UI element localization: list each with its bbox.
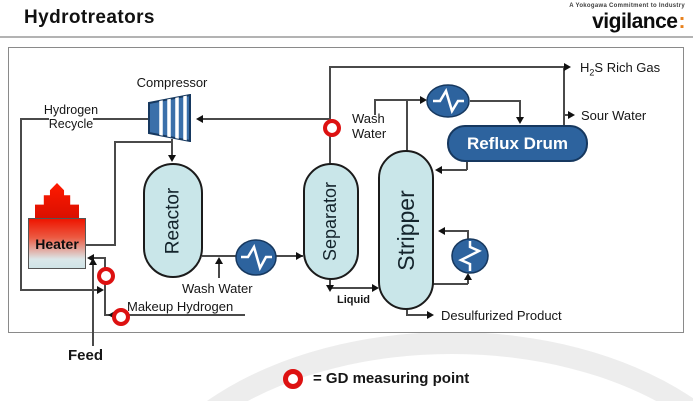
vigilance-logo: A Yokogawa Commitment to Industry vigila… <box>569 3 685 32</box>
flow-arrow-recycle <box>97 286 104 294</box>
pipe-liquid-down <box>329 279 331 287</box>
flow-arrow-product <box>427 311 434 319</box>
pipe-stripper-riser <box>406 99 408 151</box>
compressor-symbol <box>148 94 191 142</box>
reflux-drum-label: Reflux Drum <box>466 133 569 153</box>
pipe-recycle-left <box>20 118 22 291</box>
flow-arrow-suction <box>196 115 203 123</box>
diagram-border <box>8 47 684 333</box>
gd-point-makeup <box>112 308 130 326</box>
pipe-product <box>407 314 427 316</box>
gd-point-separator-riser <box>323 119 341 137</box>
pipe-reboiler-return-v <box>467 230 469 239</box>
background-swoosh <box>120 332 693 401</box>
logo-orange-mark: : <box>678 10 686 33</box>
logo-tagline: A Yokogawa Commitment to Industry <box>569 3 685 9</box>
header-divider <box>0 36 693 38</box>
flow-arrow-condenser-inlet <box>420 96 427 104</box>
reflux-drum: Reflux Drum <box>447 125 588 162</box>
sour-water-label: Sour Water <box>581 108 647 123</box>
flow-arrow-makeup <box>108 311 115 319</box>
heater-label: Heater <box>35 235 79 252</box>
legend-gd-ring <box>283 369 303 389</box>
pipe-overhead-gas <box>330 66 564 68</box>
flow-arrow-feed <box>89 258 97 265</box>
wash-water-stripper-label: Wash Water <box>352 111 387 141</box>
stripper-label: Stripper <box>392 189 419 271</box>
flow-arrow-separator-inlet <box>296 252 303 260</box>
desulfurized-product-label: Desulfurized Product <box>441 308 562 323</box>
flow-arrow-reactor-inlet <box>168 155 176 162</box>
pipe-reboiler-feed <box>433 283 468 285</box>
pipe-separator-riser <box>329 66 331 164</box>
logo-brand: vigilance: <box>592 10 686 33</box>
pipe-stripper-overhead <box>375 99 420 101</box>
separator-label: Separator <box>320 181 341 262</box>
flow-arrow-liquid-down <box>326 285 334 292</box>
pipe-wash-water-stripper <box>374 99 376 115</box>
flow-arrow-stripper-inlet <box>372 284 379 292</box>
pipe-reboiler-feed-v <box>467 277 469 284</box>
h2s-rich-gas-label: H2S Rich Gas <box>580 60 661 78</box>
compressor-label: Compressor <box>136 75 208 90</box>
pipe-reflux-return <box>442 169 467 171</box>
pipe-recycle-bottom <box>21 289 98 291</box>
pipe-sour-water <box>564 114 569 116</box>
reactor-label: Reactor <box>162 187 183 254</box>
flow-arrow-wash-water <box>215 257 223 264</box>
cooler-exchanger-icon <box>235 239 277 276</box>
makeup-hydrogen-label: Makeup Hydrogen <box>127 299 234 314</box>
flow-arrow-reboiler-feed <box>464 273 472 280</box>
pipe-liquid <box>330 287 372 289</box>
pipe-heater-inlet <box>94 257 106 259</box>
flow-arrow-reboiler-return <box>438 227 445 235</box>
flow-arrow-sour-water <box>568 111 575 119</box>
pipe-wash-water-reactor <box>218 261 220 278</box>
pipe-feed-mix <box>104 257 106 316</box>
pipe-compressor-discharge <box>171 139 173 155</box>
pipe-heater-riser <box>114 141 116 246</box>
heater-unit: Heater <box>28 183 86 269</box>
page-title: Hydrotreators <box>24 7 155 28</box>
heater-body: Heater <box>28 218 86 269</box>
pipe-reflux-down <box>466 161 468 170</box>
separator-vessel: Separator <box>303 163 359 280</box>
flow-arrow-drum-inlet <box>516 117 524 124</box>
gd-point-feed-mix <box>97 267 115 285</box>
pipe-feed <box>92 262 94 346</box>
flow-arrow-h2s-gas <box>564 63 571 71</box>
pipe-heater-outlet <box>85 244 115 246</box>
flame-icon <box>35 183 79 219</box>
pipe-drum-inlet <box>519 100 521 117</box>
condenser-exchanger-icon <box>426 84 470 118</box>
stripper-vessel: Stripper <box>378 150 434 310</box>
reboiler-exchanger-icon <box>451 238 489 274</box>
legend-text: = GD measuring point <box>313 370 470 387</box>
liquid-label: Liquid <box>337 294 370 306</box>
pipe-condenser-outlet <box>470 100 520 102</box>
flow-arrow-reflux <box>435 166 442 174</box>
pipe-drum-riser <box>563 66 565 125</box>
feed-label: Feed <box>68 347 104 364</box>
pipe-reboiler-return <box>445 230 468 232</box>
hydrogen-recycle-label: Hydrogen Recycle <box>43 103 99 131</box>
pipe-compressor-suction <box>203 118 330 120</box>
pipe-makeup-hydrogen <box>106 314 245 316</box>
pipe-product-down <box>406 309 408 316</box>
pipe-heater-to-reactor <box>115 141 172 143</box>
wash-water-reactor-label: Wash Water <box>182 281 253 296</box>
reactor-vessel: Reactor <box>143 163 203 278</box>
